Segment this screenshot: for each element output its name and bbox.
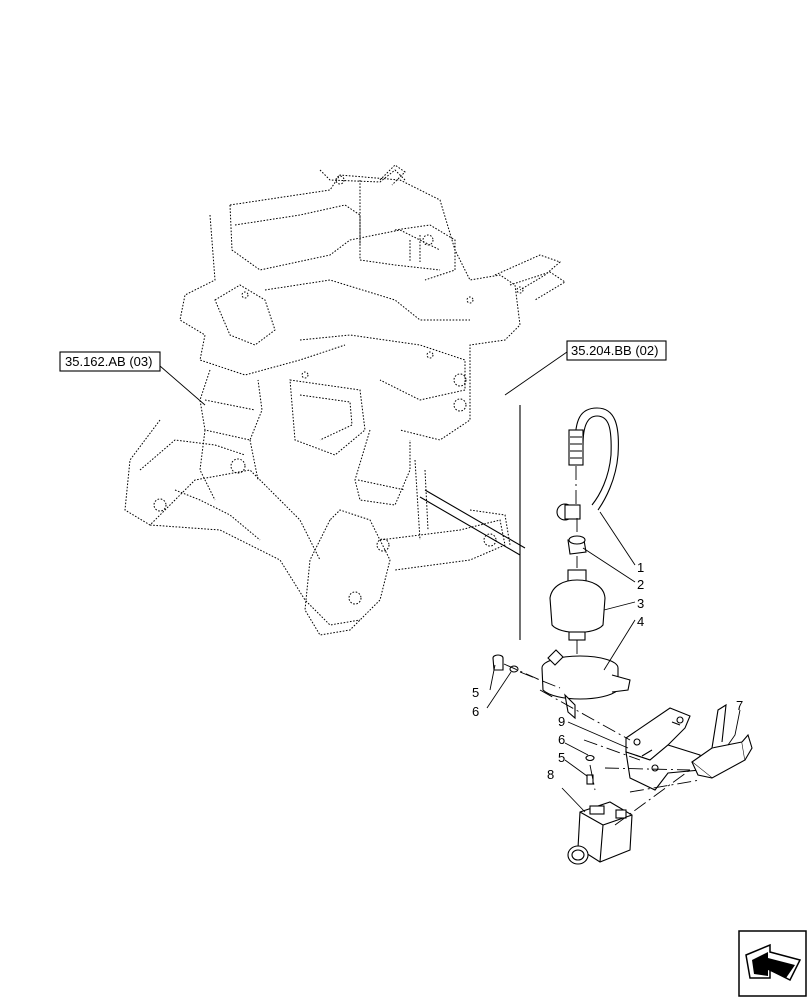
reference-box-right[interactable]: 35.204.BB (02) — [566, 340, 667, 361]
part-1-hose[interactable] — [556, 407, 619, 521]
mount-pointer-line — [419, 489, 526, 556]
callout-6-bottom[interactable]: 6 — [558, 732, 565, 747]
frame-assembly-drawing — [124, 164, 566, 636]
reference-leader-right — [504, 351, 568, 396]
callout-5-top[interactable]: 5 — [472, 685, 479, 700]
bolt-washer-top[interactable] — [492, 654, 561, 689]
callout-7[interactable]: 7 — [736, 698, 743, 713]
part-3-accumulator[interactable] — [549, 569, 606, 660]
reference-label: 35.204.BB (02) — [571, 343, 658, 358]
part-8-sensor[interactable] — [567, 801, 633, 865]
reference-leader-left — [159, 365, 206, 406]
callout-leaders — [486, 511, 741, 813]
reference-label: 35.162.AB (03) — [65, 354, 152, 369]
callout-5-bottom[interactable]: 5 — [558, 750, 565, 765]
callout-6-top[interactable]: 6 — [472, 704, 479, 719]
part-9-bracket[interactable] — [625, 707, 701, 791]
callout-1[interactable]: 1 — [637, 560, 644, 575]
part-4-clamp[interactable] — [541, 649, 631, 720]
arrow-left-icon[interactable] — [738, 930, 807, 997]
assembly-axis-lines — [539, 689, 701, 826]
bolt-washer-bottom[interactable] — [585, 754, 595, 785]
callout-4[interactable]: 4 — [637, 614, 644, 629]
part-2-fitting[interactable] — [567, 518, 587, 568]
reference-box-left[interactable]: 35.162.AB (03) — [59, 351, 161, 372]
callout-8[interactable]: 8 — [547, 767, 554, 782]
callout-2[interactable]: 2 — [637, 577, 644, 592]
part-7-clip[interactable] — [691, 703, 753, 779]
callout-3[interactable]: 3 — [637, 596, 644, 611]
callout-9[interactable]: 9 — [558, 714, 565, 729]
